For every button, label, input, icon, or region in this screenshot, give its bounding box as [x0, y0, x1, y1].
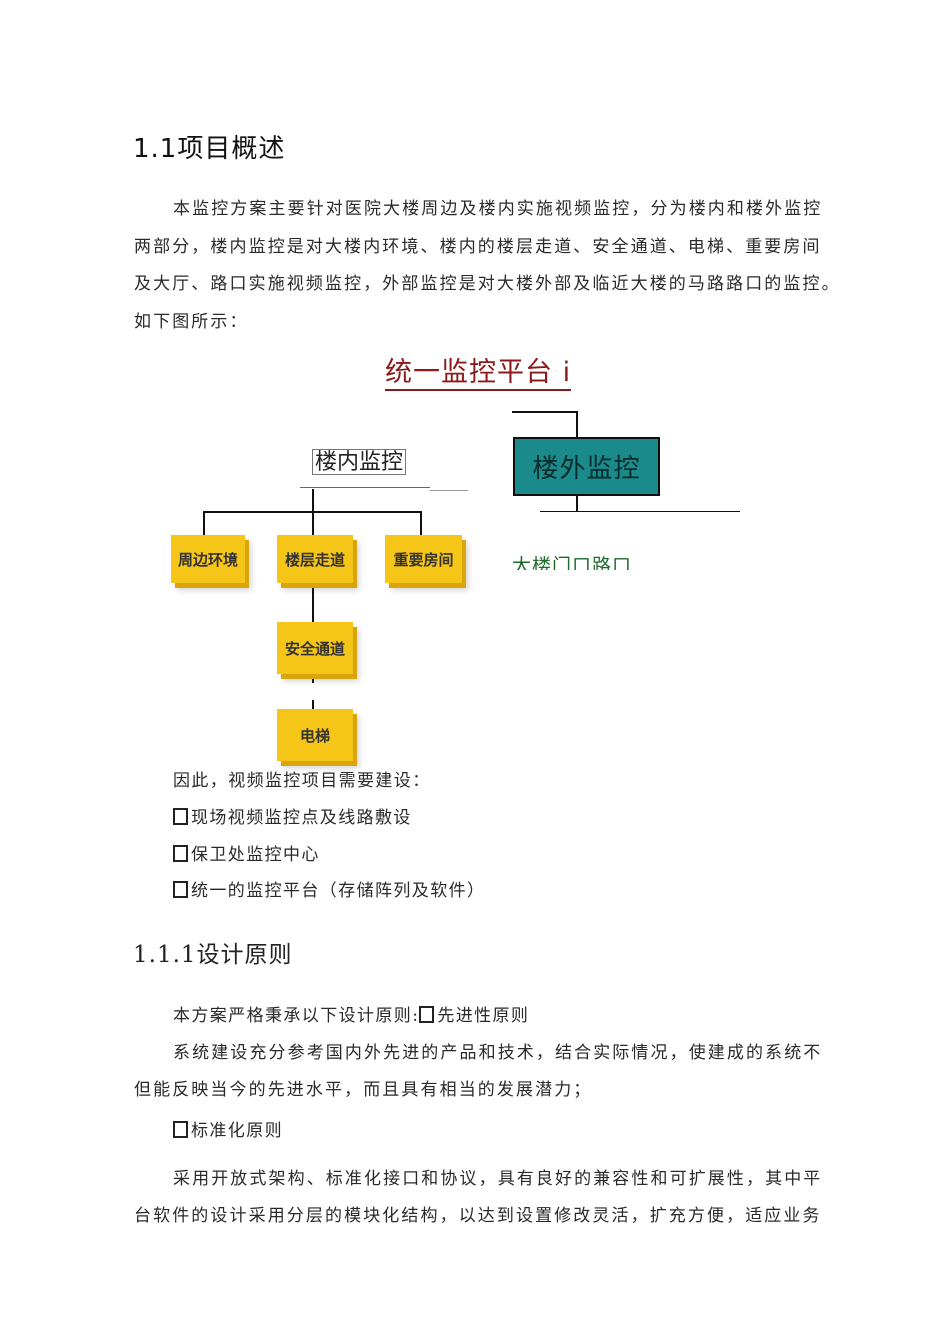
connector-line [576, 411, 578, 438]
connector-line [312, 511, 314, 535]
principle-2-title: 标准化原则 [191, 1121, 283, 1141]
section-heading: 1.1项目概述 [133, 134, 286, 164]
checkbox-icon [419, 1006, 435, 1023]
principle-1-title: 先进性原则 [437, 1006, 530, 1026]
connector-line [312, 588, 314, 623]
connector-line [312, 489, 314, 512]
principle-2-line-2: 台软件的设计采用分层的模块化结构，以达到设置修改灵活，扩充方便，适应业务 [134, 1206, 822, 1226]
connector-line [576, 494, 578, 512]
node-safety-exit: 安全通道 [277, 622, 353, 674]
node-surroundings: 周边环境 [171, 535, 245, 583]
outdoor-monitoring-box: 楼外监控 [513, 437, 660, 496]
principle-1-line-1: 系统建设充分参考国内外先进的产品和技术，结合实际情况，使建成的系统不 [173, 1043, 823, 1063]
connector-line [540, 511, 740, 512]
subsection-heading: 1.1.1设计原则 [133, 942, 293, 968]
build-item-1: 现场视频监控点及线路敷设 [173, 808, 412, 828]
intro-line-1: 本监控方案主要针对医院大楼周边及楼内实施视频监控，分为楼内和楼外监控 [173, 199, 823, 219]
intro-line-3: 及大厅、路口实施视频监控，外部监控是对大楼外部及临近大楼的马路路口的监控。 [134, 274, 841, 294]
build-item-3: 统一的监控平台（存储阵列及软件） [173, 881, 485, 901]
connector-line [512, 411, 578, 413]
checkbox-icon [173, 1121, 188, 1138]
principle-1-line-2: 但能反映当今的先进水平，而且具有相当的发展潜力； [134, 1080, 593, 1100]
build-item-label: 现场视频监控点及线路敷设 [191, 808, 412, 828]
checkbox-icon [173, 881, 188, 898]
intro-line-4: 如下图所示： [134, 312, 249, 332]
connector-line [312, 700, 314, 709]
node-elevator: 电梯 [277, 709, 353, 761]
principle-2-heading: 标准化原则 [173, 1121, 283, 1141]
connector-line [300, 487, 430, 488]
build-intro: 因此，视频监控项目需要建设： [173, 771, 431, 791]
principles-intro-text: 本方案严格秉承以下设计原则: [173, 1006, 420, 1026]
build-item-2: 保卫处监控中心 [173, 845, 320, 865]
outdoor-child-label: 大楼门口路口 [512, 555, 633, 570]
connector-line [312, 679, 314, 683]
diagram-title: 统一监控平台 i [385, 357, 572, 391]
checkbox-icon [173, 845, 188, 862]
principle-2-line-1: 采用开放式架构、标准化接口和协议，具有良好的兼容性和可扩展性，其中平 [173, 1169, 823, 1189]
connector-line [420, 511, 422, 535]
build-item-label: 保卫处监控中心 [191, 845, 320, 865]
node-important-rooms: 重要房间 [385, 535, 462, 583]
connector-line [203, 511, 205, 535]
connector-line [430, 490, 468, 491]
node-floor-corridor: 楼层走道 [277, 535, 353, 583]
checkbox-icon [173, 808, 188, 825]
build-item-label: 统一的监控平台（存储阵列及软件） [191, 881, 486, 901]
principles-intro: 本方案严格秉承以下设计原则: 先进性原则 [173, 1006, 529, 1026]
intro-line-2: 两部分，楼内监控是对大楼内环境、楼内的楼层走道、安全通道、电梯、重要房间 [134, 237, 822, 257]
indoor-monitoring-label: 楼内监控 [312, 449, 407, 475]
